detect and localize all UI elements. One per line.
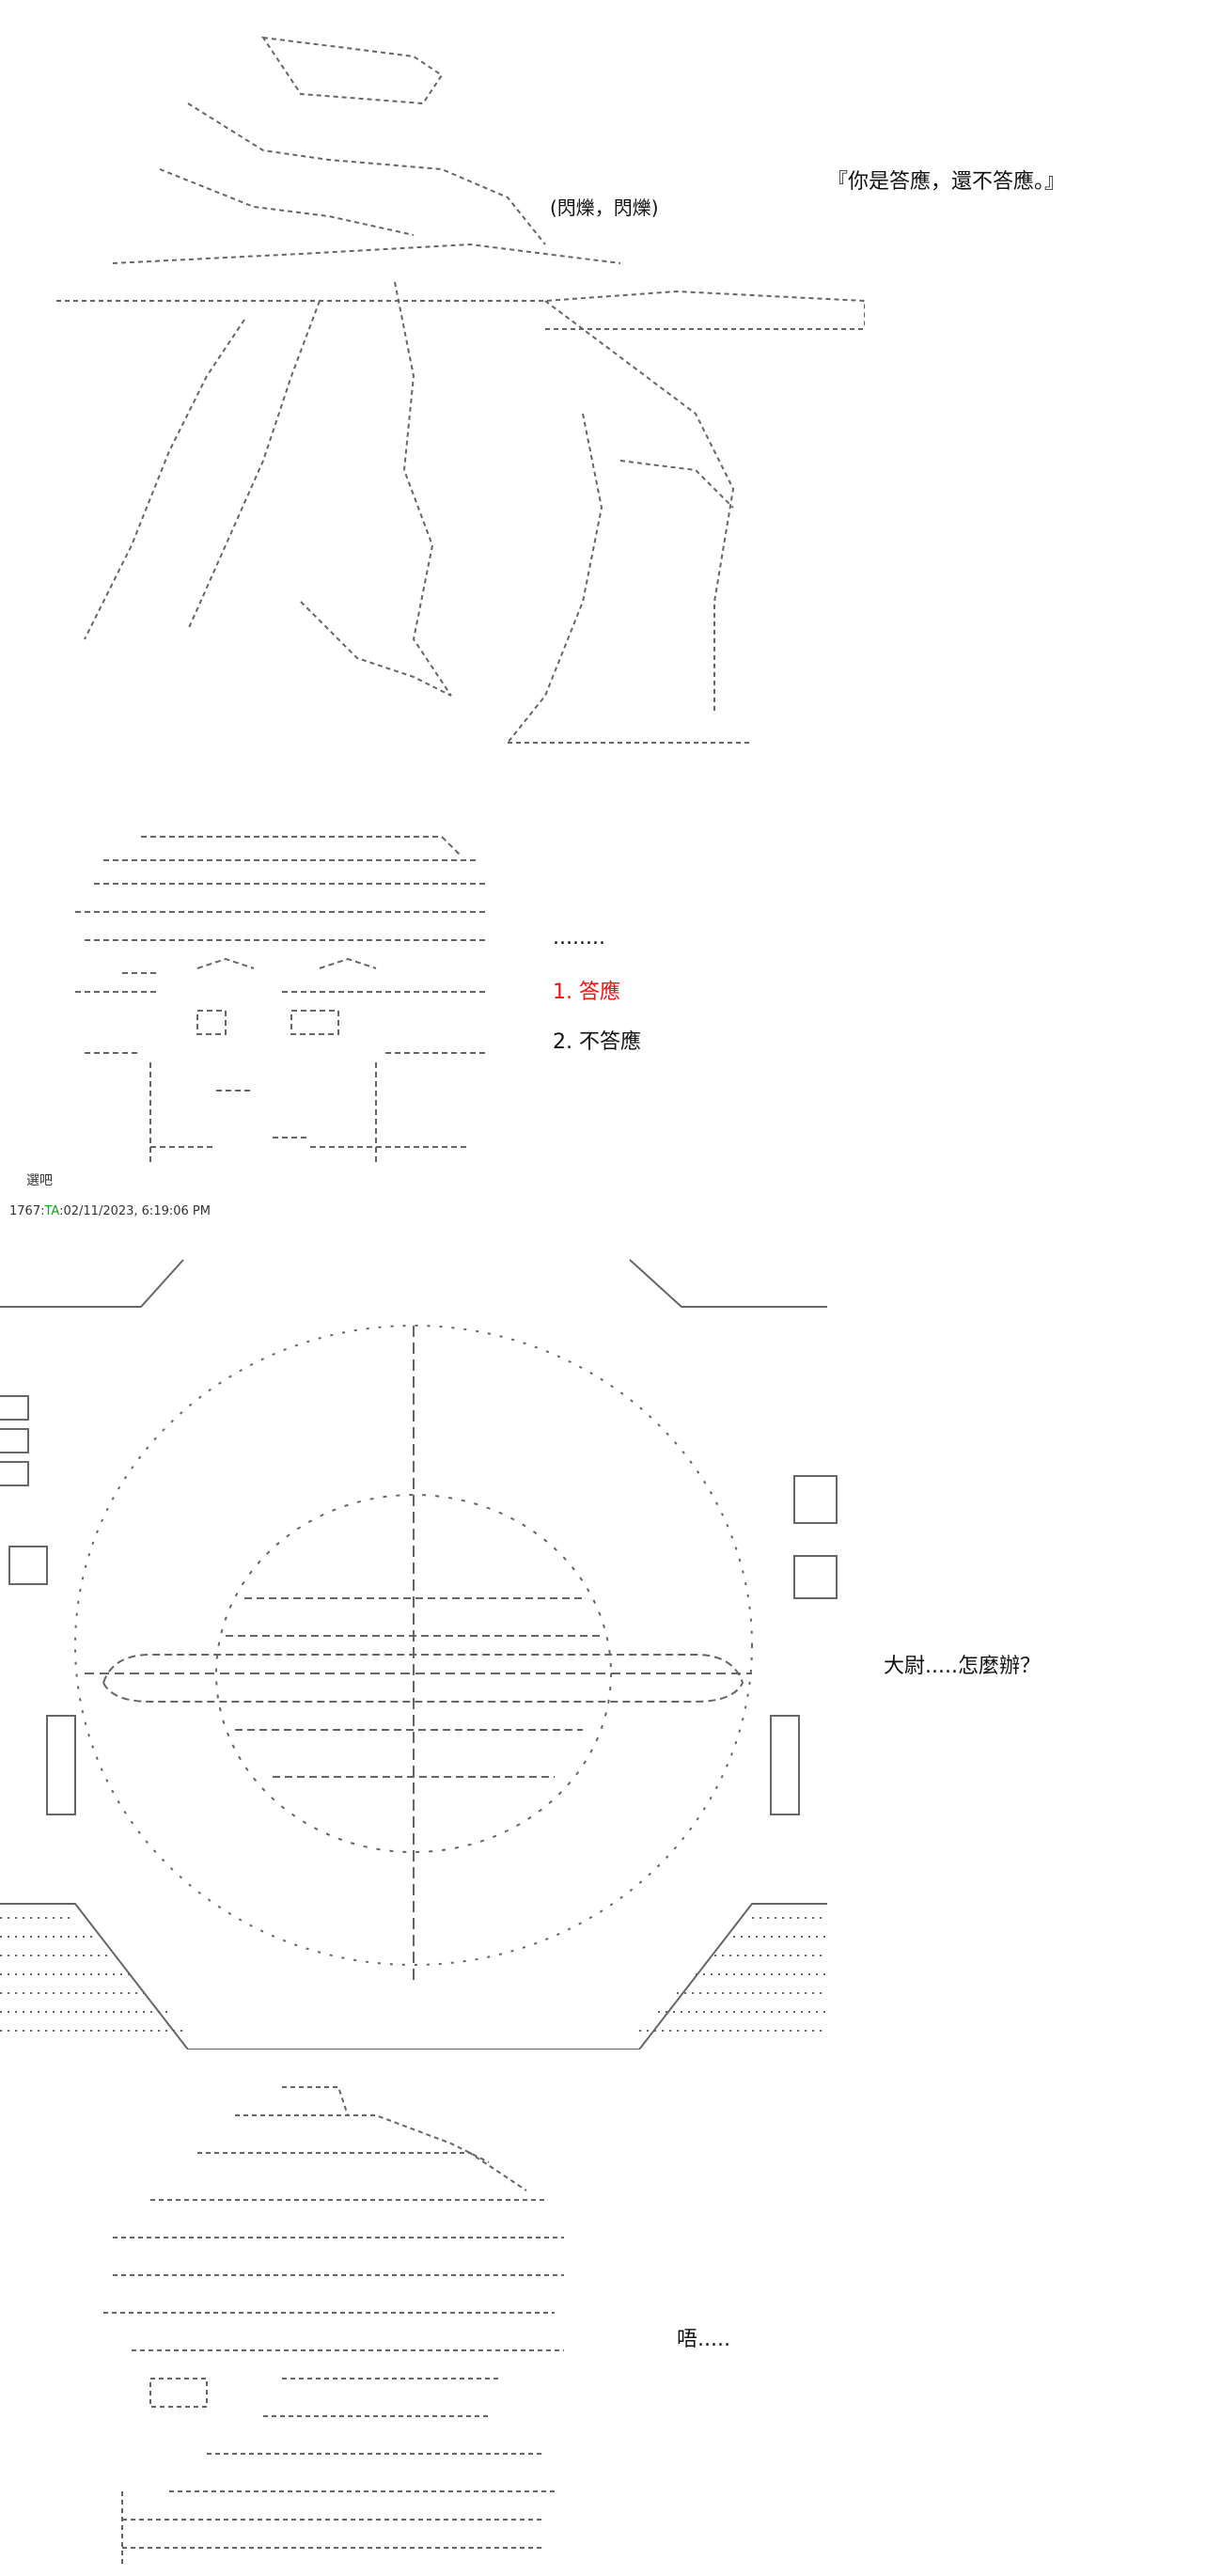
prompt-note: 選吧 [26, 1173, 53, 1188]
choice-refuse[interactable]: 2. 不答應 [553, 1030, 641, 1054]
post-header: 1767:TA:02/11/2023, 6:19:06 PM [9, 1204, 211, 1218]
choice-accept[interactable]: 1. 答應 [553, 981, 620, 1004]
sfx-text: (閃爍，閃爍) [550, 196, 659, 219]
dots-text: ........ [553, 926, 605, 950]
captain-line: 大尉.....怎麼辦？ [884, 1655, 1041, 1678]
post-author[interactable]: TA [44, 1204, 60, 1218]
quote-text: 『你是答應，還不答應。』 [827, 170, 1066, 194]
hmm-line: 唔..... [677, 2328, 730, 2351]
post-number[interactable]: 1767 [9, 1204, 41, 1218]
ascii-art-character-weapon [19, 19, 865, 771]
post-timestamp: :02/11/2023, 6:19:06 PM [59, 1204, 211, 1218]
ascii-art-scope [0, 1241, 846, 2050]
ascii-art-character [94, 2078, 602, 2567]
post-separator: : [40, 1204, 45, 1218]
ascii-art-face [66, 827, 498, 1166]
